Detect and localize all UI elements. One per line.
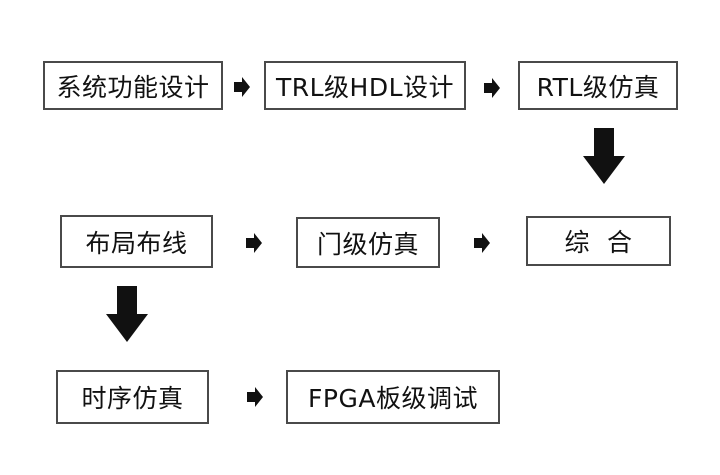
right-arrow-icon	[247, 387, 263, 407]
step-system-function-design: 系统功能设计	[43, 61, 223, 110]
right-arrow-icon	[484, 78, 500, 98]
right-arrow-icon	[246, 233, 262, 253]
right-arrow-icon	[474, 233, 490, 253]
step-rtl-simulation: RTL级仿真	[518, 61, 678, 110]
down-arrow-icon	[106, 286, 148, 342]
step-gate-level-simulation: 门级仿真	[296, 217, 440, 268]
right-arrow-icon	[234, 77, 250, 97]
step-synthesis: 综 合	[526, 216, 671, 266]
step-fpga-board-debug: FPGA板级调试	[286, 370, 500, 424]
step-timing-simulation: 时序仿真	[56, 370, 209, 424]
step-trl-hdl-design: TRL级HDL设计	[264, 61, 466, 110]
step-place-and-route: 布局布线	[60, 215, 213, 268]
down-arrow-icon	[583, 128, 625, 184]
